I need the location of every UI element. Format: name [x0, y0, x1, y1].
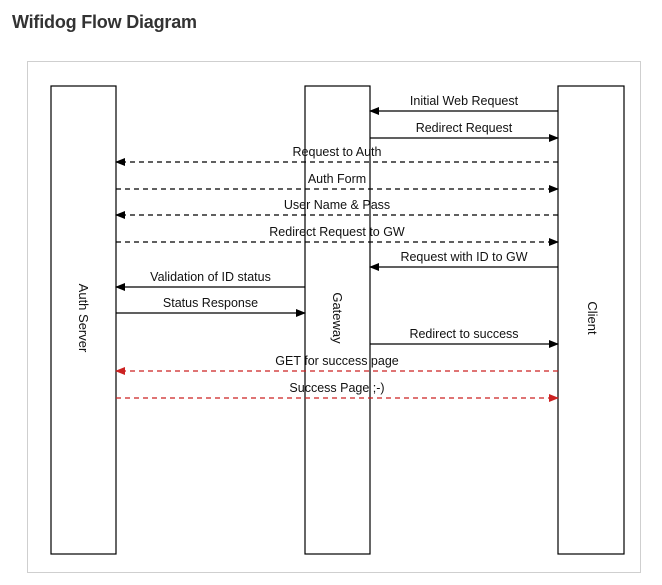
page-title: Wifidog Flow Diagram	[12, 12, 197, 32]
message-label: Success Page ;-)	[289, 381, 384, 395]
client-lifeline	[557, 85, 625, 555]
message-label: Request to Auth	[293, 145, 382, 159]
message-label: Auth Form	[308, 172, 366, 186]
client-label: Client	[585, 301, 600, 335]
message-label: Redirect Request	[416, 121, 513, 135]
message-label: Redirect Request to GW	[269, 225, 405, 239]
message-label: Initial Web Request	[410, 94, 519, 108]
gateway-lifeline	[304, 85, 371, 555]
message-label: Validation of ID status	[150, 270, 271, 284]
message-label: User Name & Pass	[284, 198, 390, 212]
message-label: GET for success page	[275, 354, 398, 368]
message-label: Status Response	[163, 296, 258, 310]
message-label: Request with ID to GW	[400, 250, 527, 264]
auth-server-label: Auth Server	[76, 284, 91, 353]
gateway-label: Gateway	[330, 292, 345, 344]
auth-server-lifeline	[50, 85, 117, 555]
message-label: Redirect to success	[409, 327, 518, 341]
